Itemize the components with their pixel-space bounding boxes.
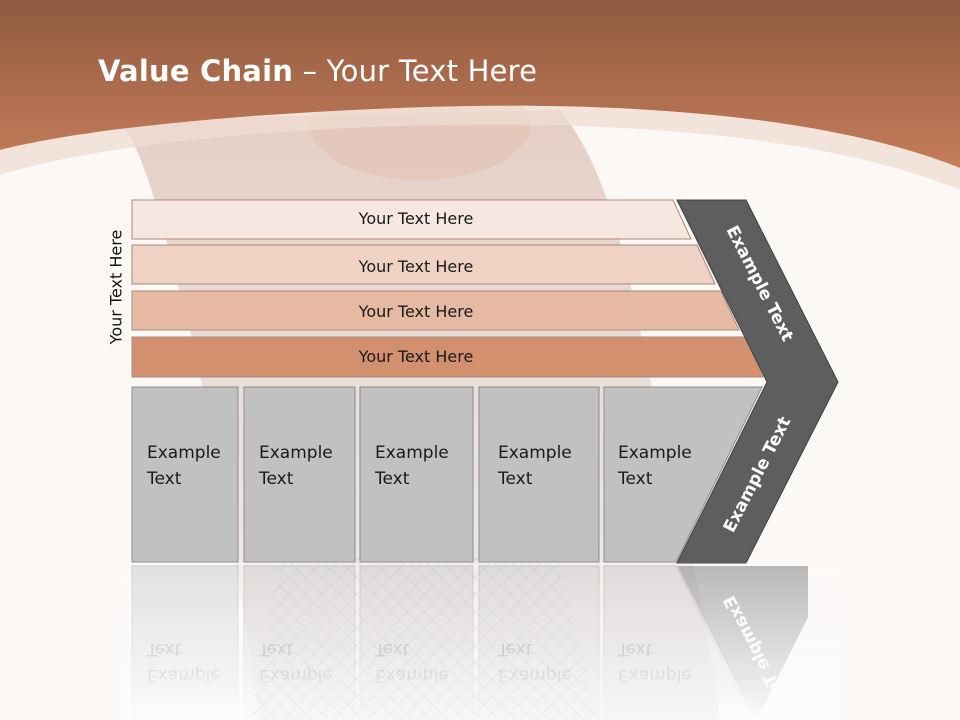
- band-3: Your Text Here: [131, 290, 740, 331]
- header-swoosh-highlight: [0, 105, 960, 190]
- box-4-line2: Text: [497, 469, 533, 489]
- box-5-line2: Text: [617, 469, 653, 489]
- box-1-line2: Text: [146, 469, 182, 489]
- band-4-label: Your Text Here: [358, 347, 474, 366]
- title-bold: Value Chain: [98, 54, 294, 88]
- band-4: Your Text Here: [131, 336, 764, 378]
- band-1: Your Text Here: [131, 199, 692, 240]
- slide-title: Value Chain – Your Text Here: [98, 54, 537, 88]
- box-5-line1: Example: [618, 443, 692, 463]
- header-band: [0, 0, 960, 168]
- band-2-label: Your Text Here: [358, 257, 474, 276]
- band-3-label: Your Text Here: [358, 302, 474, 321]
- box-3-line1: Example: [375, 443, 449, 463]
- title-rest: – Your Text Here: [293, 54, 538, 88]
- band-2: Your Text Here: [131, 244, 716, 285]
- band-2-shape: [131, 244, 716, 285]
- box-3-line2: Text: [374, 469, 410, 489]
- box-1-line1: Example: [147, 443, 221, 463]
- box-2-line1: Example: [259, 443, 333, 463]
- box-2: Example Text: [243, 386, 356, 563]
- box-1: Example Text: [131, 386, 239, 563]
- reflection-fade: [120, 562, 840, 720]
- box-4-shape: [478, 386, 600, 563]
- box-4-line1: Example: [498, 443, 572, 463]
- box-2-line2: Text: [258, 469, 294, 489]
- box-3: Example Text: [359, 386, 474, 563]
- band-4-shape: [131, 336, 764, 378]
- band-3-shape: [131, 290, 740, 331]
- box-4: Example Text: [478, 386, 600, 563]
- band-1-label: Your Text Here: [358, 209, 474, 228]
- band-1-shape: [131, 199, 692, 240]
- box-3-shape: [359, 386, 474, 563]
- box-2-shape: [243, 386, 356, 563]
- diagram-reflection: Example Text Example Text Example Text E…: [120, 562, 840, 720]
